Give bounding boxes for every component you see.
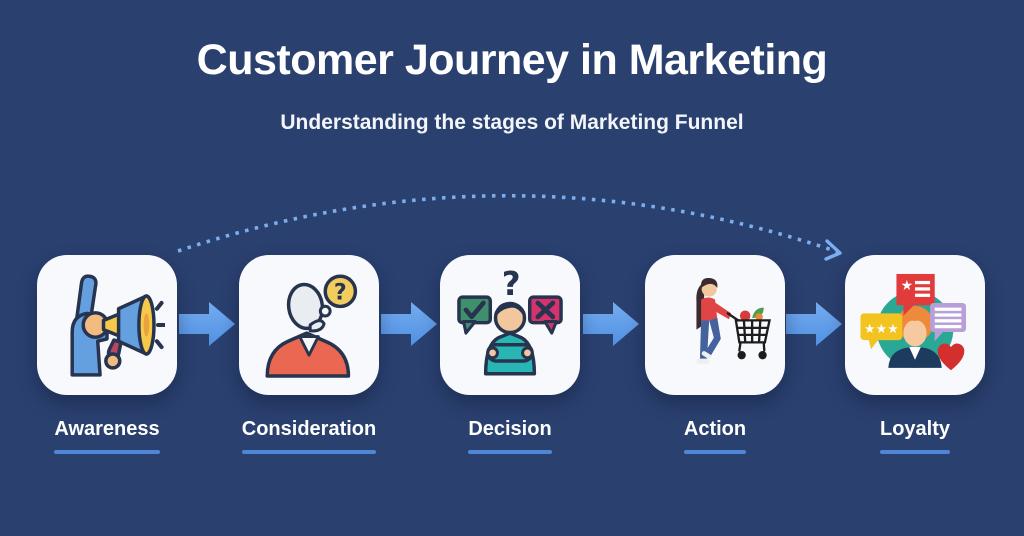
heart-icon (937, 343, 965, 371)
svg-text:★: ★ (864, 322, 875, 337)
purple-comment-bubble (930, 302, 967, 342)
stage-card: ? (440, 255, 580, 395)
stage-label: Consideration (241, 418, 377, 440)
megaphone-announcement-icon (70, 274, 165, 377)
svg-text:★: ★ (901, 278, 913, 294)
stage-label: Decision (468, 418, 552, 440)
shopping-cart-purchase-icon (696, 277, 771, 364)
stage-action: Action (630, 255, 800, 454)
page-subtitle: Understanding the stages of Marketing Fu… (280, 111, 744, 134)
stage-consideration: ? Consideration (224, 255, 394, 454)
stage-label-group: Awareness (54, 418, 160, 454)
svg-text:★: ★ (876, 322, 887, 337)
svg-text:★: ★ (887, 322, 898, 337)
label-underline (683, 450, 747, 454)
stage-card: ? (239, 255, 379, 395)
stage-card (645, 255, 785, 395)
stage-label: Loyalty (879, 418, 951, 440)
stage-card: ★ ★ ★ ★ (845, 255, 985, 395)
stage-label: Awareness (54, 418, 160, 440)
yes-no-choice-icon: ? (457, 267, 563, 376)
flow-arrow (786, 302, 842, 346)
label-underline (241, 450, 377, 454)
yellow-stars-bubble: ★ ★ ★ (860, 313, 903, 350)
stage-label-group: Decision (468, 418, 552, 454)
thinking-question-icon: ? (265, 274, 358, 378)
stage-label-group: Action (683, 418, 747, 454)
flow-arrow (583, 302, 639, 346)
stage-label-group: Consideration (241, 418, 377, 454)
stage-loyalty: ★ ★ ★ ★ (830, 255, 1000, 454)
flow-arrow (179, 302, 235, 346)
svg-text:?: ? (334, 280, 347, 305)
stage-label-group: Loyalty (879, 418, 951, 454)
page-title: Customer Journey in Marketing (196, 36, 828, 84)
label-underline (879, 450, 951, 454)
label-underline (54, 450, 160, 454)
customer-reviews-heart-icon: ★ ★ ★ ★ (860, 273, 967, 371)
stage-label: Action (683, 418, 747, 440)
stage-decision: ? Decision (425, 255, 595, 454)
svg-text:?: ? (502, 267, 521, 303)
stage-card (37, 255, 177, 395)
label-underline (468, 450, 552, 454)
flow-arrow (381, 302, 437, 346)
stage-awareness: Awareness (22, 255, 192, 454)
red-review-bubble: ★ (896, 273, 935, 316)
